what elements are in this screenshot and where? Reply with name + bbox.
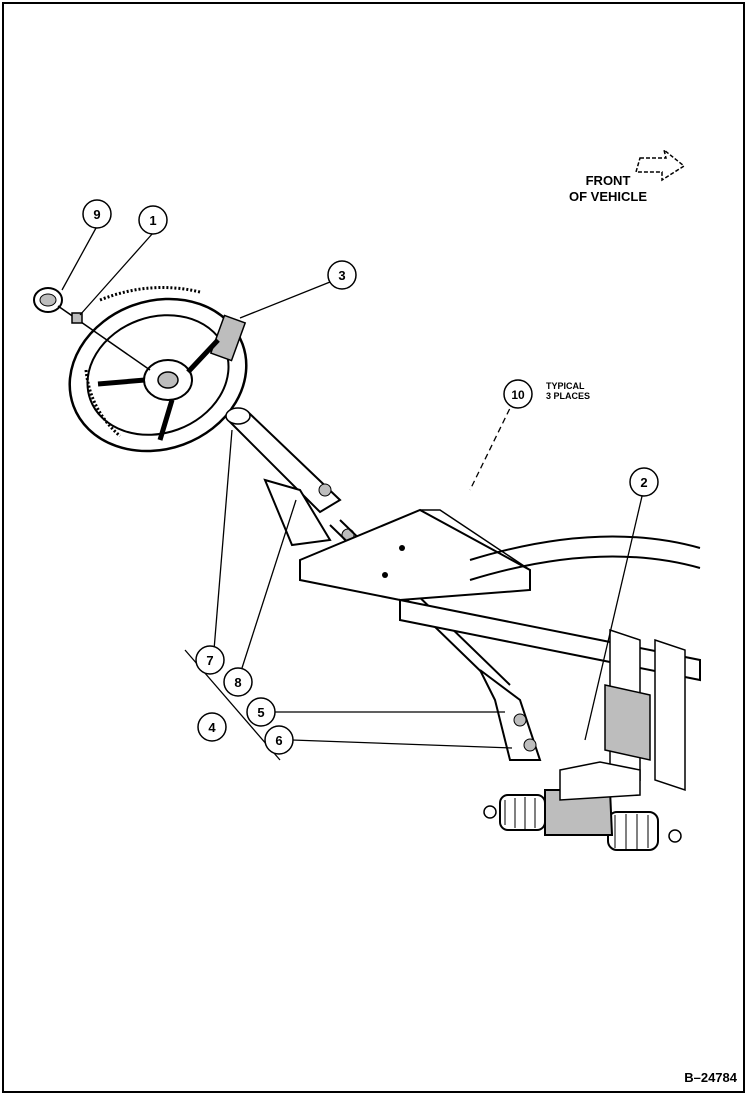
steering-wheel — [68, 286, 248, 453]
callout-9: 9 — [82, 199, 112, 229]
callout-1: 1 — [138, 205, 168, 235]
svg-text:5: 5 — [257, 705, 264, 720]
drawing-number: B–24784 — [684, 1070, 737, 1085]
typical-note-line2: 3 PLACES — [546, 391, 591, 401]
callout-7: 7 — [195, 645, 225, 675]
svg-text:1: 1 — [149, 213, 156, 228]
svg-text:3: 3 — [338, 268, 345, 283]
callout-6: 6 — [264, 725, 294, 755]
steering-column — [225, 407, 542, 761]
svg-text:9: 9 — [93, 207, 100, 222]
front-arrow-icon — [635, 148, 686, 182]
leader-lines — [61, 227, 644, 761]
column-support-bracket — [299, 508, 531, 602]
front-label-line1: FRONT — [585, 173, 631, 188]
steering-gear — [483, 761, 682, 851]
typical-note: TYPICAL 3 PLACES — [546, 381, 590, 401]
callout-3: 3 — [327, 260, 357, 290]
svg-text:8: 8 — [234, 675, 241, 690]
callout-4: 4 — [197, 712, 227, 742]
svg-text:6: 6 — [275, 733, 282, 748]
svg-text:4: 4 — [208, 720, 216, 735]
front-label-line2: OF VEHICLE — [568, 189, 647, 204]
callout-5: 5 — [246, 697, 276, 727]
svg-text:10: 10 — [511, 388, 525, 402]
callout-2: 2 — [629, 467, 659, 497]
svg-text:7: 7 — [206, 653, 213, 668]
callout-10: 10 — [503, 379, 533, 409]
svg-text:2: 2 — [640, 475, 647, 490]
callout-8: 8 — [223, 667, 253, 697]
wheel-nut — [71, 312, 83, 324]
typical-note-line1: TYPICAL — [546, 381, 585, 391]
front-of-vehicle-label: FRONT OF VEHICLE — [553, 173, 663, 205]
